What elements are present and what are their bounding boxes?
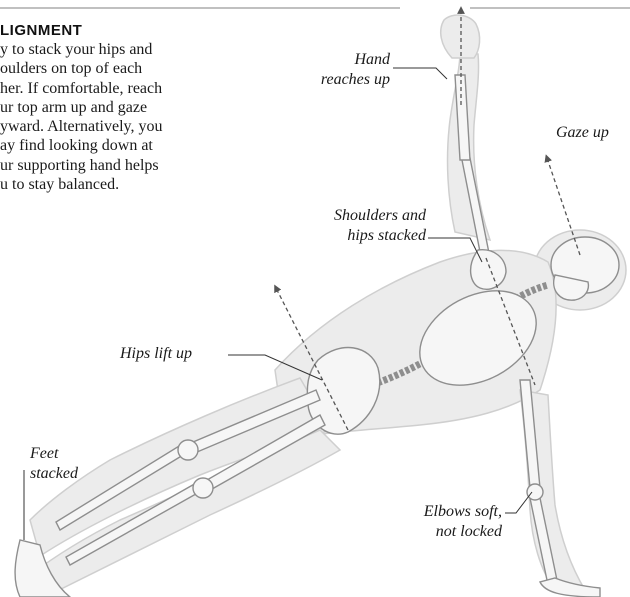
alignment-line: yward. Alternatively, you xyxy=(0,117,270,136)
alignment-heading: LIGNMENT xyxy=(0,22,82,39)
gaze-label: Gaze up xyxy=(556,123,609,143)
alignment-line: y to stack your hips and xyxy=(0,40,270,59)
hand-label-line-1: Hand xyxy=(298,50,390,70)
elbows-label-line-2: not locked xyxy=(394,522,502,542)
hand-label-line-2: reaches up xyxy=(298,70,390,90)
elbow-joint xyxy=(527,484,543,500)
gaze-label-line-1: Gaze up xyxy=(556,123,609,143)
shoulders-label-line-2: hips stacked xyxy=(270,226,426,246)
shoulders-label: Shoulders and hips stacked xyxy=(270,206,426,246)
hand-leader xyxy=(393,68,447,79)
feet-label: Feet stacked xyxy=(30,444,78,484)
feet-label-line-2: stacked xyxy=(30,464,78,484)
shoulders-label-line-1: Shoulders and xyxy=(270,206,426,226)
alignment-line: ur top arm up and gaze xyxy=(0,98,270,117)
hips-label-line-1: Hips lift up xyxy=(120,344,192,364)
alignment-line: ay find looking down at xyxy=(0,136,270,155)
alignment-line: ur supporting hand helps xyxy=(0,156,270,175)
elbows-label-line-1: Elbows soft, xyxy=(394,502,502,522)
hand-label: Hand reaches up xyxy=(298,50,390,90)
elbows-label: Elbows soft, not locked xyxy=(394,502,502,542)
alignment-line: her. If comfortable, reach xyxy=(0,79,270,98)
alignment-description: y to stack your hips and oulders on top … xyxy=(0,40,270,194)
alignment-line: u to stay balanced. xyxy=(0,175,270,194)
hips-label: Hips lift up xyxy=(120,344,192,364)
alignment-line: oulders on top of each xyxy=(0,59,270,78)
feet-label-line-1: Feet xyxy=(30,444,78,464)
